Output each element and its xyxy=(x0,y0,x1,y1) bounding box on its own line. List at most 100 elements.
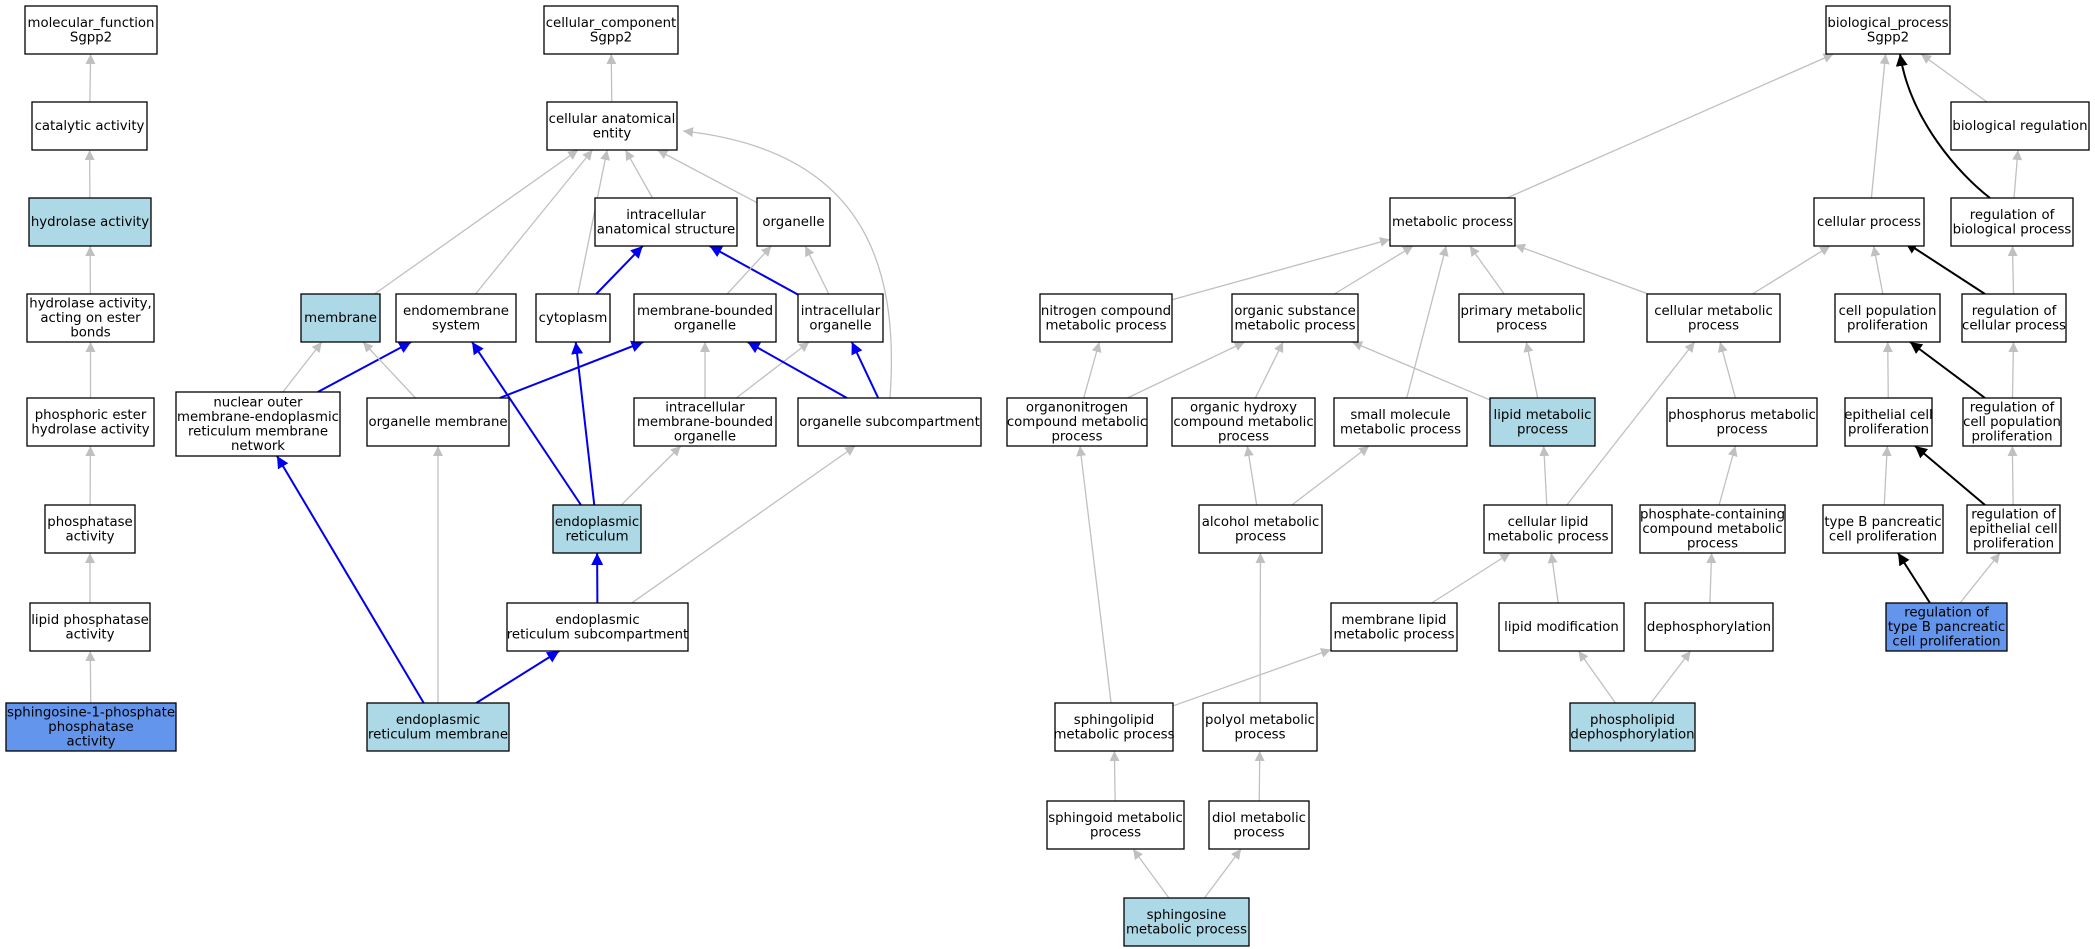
edges-layer xyxy=(84,53,2023,899)
node-box xyxy=(300,293,381,343)
node-box xyxy=(797,293,884,343)
node-label-line: endoplasmic xyxy=(555,515,639,530)
node-cytoplasm[interactable]: cytoplasm xyxy=(535,293,611,343)
edge-metabolic-to-bp_root xyxy=(1506,53,1834,199)
node-catalytic[interactable]: catalytic activity xyxy=(31,101,148,151)
node-organelle-subcomp[interactable]: organelle subcompartment xyxy=(797,397,982,447)
node-box xyxy=(26,293,155,343)
edge-alcohol-to-small_molecule xyxy=(1291,445,1370,506)
node-label-line: regulation of xyxy=(1904,606,1989,621)
node-nuclear-outer[interactable]: nuclear outermembrane-endoplasmicreticul… xyxy=(175,391,341,457)
node-label-line: lipid modification xyxy=(1504,620,1619,635)
edge-reg_typeb-to-reg_epithelial xyxy=(1959,552,2001,604)
node-biological-regulation[interactable]: biological regulation xyxy=(1950,101,2090,151)
edge-membrane-to-cae xyxy=(374,149,579,295)
node-label-line: organelle xyxy=(674,318,736,333)
node-label-line: cell population xyxy=(1963,415,2061,430)
node-box xyxy=(1569,702,1696,752)
node-box xyxy=(594,197,738,247)
edge-cellular_metabolic-to-metabolic xyxy=(1514,243,1649,295)
node-organelle-membrane[interactable]: organelle membrane xyxy=(366,397,510,447)
node-label-line: metabolic process xyxy=(1234,318,1355,333)
node-box xyxy=(1962,397,2062,447)
node-label-line: proliferation xyxy=(1971,430,2052,445)
node-label-line: process xyxy=(1688,318,1739,333)
node-lipid-mod[interactable]: lipid modification xyxy=(1498,602,1625,652)
node-membrane[interactable]: membrane xyxy=(300,293,381,343)
node-label-line: organic substance xyxy=(1234,304,1356,319)
node-label-line: cellular anatomical xyxy=(549,112,676,127)
node-label-line: activity xyxy=(65,627,114,642)
node-label-line: cellular metabolic xyxy=(1654,304,1773,319)
node-label-line: hydrolase activity xyxy=(31,422,149,437)
node-label-line: polyol metabolic xyxy=(1205,713,1315,728)
node-label-line: organelle xyxy=(674,430,736,445)
node-label-line: anatomical structure xyxy=(597,222,735,237)
node-label-line: cell proliferation xyxy=(1892,635,2000,650)
node-dephosphorylation[interactable]: dephosphorylation xyxy=(1644,602,1774,652)
edge-endomembrane-to-cae xyxy=(474,149,594,295)
node-s1p-phosphatase[interactable]: sphingosine-1-phosphatephosphataseactivi… xyxy=(5,702,177,752)
node-hydrolase[interactable]: hydrolase activity xyxy=(28,197,152,247)
node-organelle[interactable]: organelle xyxy=(756,197,831,247)
node-cellular-process[interactable]: cellular process xyxy=(1813,197,1925,247)
edge-organic_substance-to-metabolic xyxy=(1334,245,1414,295)
node-box xyxy=(31,101,148,151)
node-box xyxy=(29,602,151,652)
node-label-line: process xyxy=(1517,422,1568,437)
node-label-line: phospholipid xyxy=(1590,713,1675,728)
node-label-line: phosphorus metabolic xyxy=(1668,408,1816,423)
node-label-line: biological_process xyxy=(1827,16,1948,31)
node-label-line: nuclear outer xyxy=(213,395,303,410)
node-label-line: primary metabolic xyxy=(1460,304,1582,319)
edge-sphingolipid-to-membrane_lipid xyxy=(1172,648,1332,707)
node-label-line: dephosphorylation xyxy=(1647,620,1771,635)
edge-nuclear_outer-to-membrane xyxy=(282,341,323,393)
edge-er-to-ic_mb_organelle xyxy=(620,445,682,506)
node-metabolic[interactable]: metabolic process xyxy=(1389,197,1516,247)
